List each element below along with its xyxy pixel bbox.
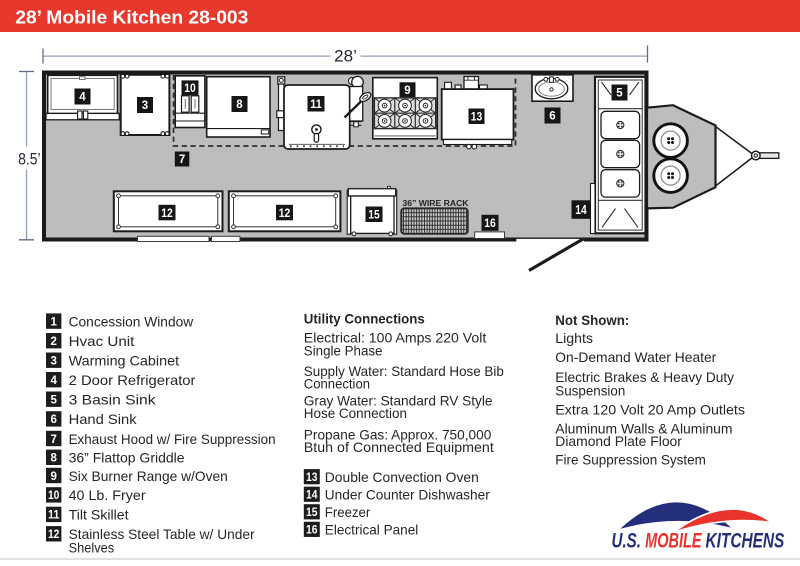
svg-text:12: 12: [279, 208, 291, 220]
svg-text:On-Demand Water Heater: On-Demand Water Heater: [555, 349, 716, 365]
svg-text:Not Shown:: Not Shown:: [555, 312, 629, 328]
svg-text:14: 14: [575, 203, 587, 217]
svg-text:2: 2: [50, 336, 56, 348]
svg-text:Six Burner Range w/Oven: Six Burner Range w/Oven: [69, 468, 228, 484]
svg-text:Electric Brakes & Heavy Duty: Electric Brakes & Heavy Duty: [555, 369, 734, 385]
svg-text:9: 9: [50, 471, 56, 483]
svg-text:Propane Gas: Approx. 750,000: Propane Gas: Approx. 750,000: [304, 426, 492, 442]
svg-text:10: 10: [184, 83, 196, 95]
svg-text:Stainless Steel Table w/ Under: Stainless Steel Table w/ Under: [69, 526, 255, 542]
svg-text:U.S.: U.S.: [612, 530, 642, 553]
svg-text:Diamond Plate Floor: Diamond Plate Floor: [555, 433, 682, 449]
svg-text:Extra 120 Volt 20 Amp Outlets: Extra 120 Volt 20 Amp Outlets: [555, 402, 745, 418]
svg-text:16: 16: [306, 525, 318, 537]
svg-text:3: 3: [50, 356, 56, 368]
svg-text:4: 4: [50, 375, 57, 387]
svg-text:7: 7: [50, 434, 56, 446]
svg-text:4: 4: [79, 92, 86, 104]
svg-text:Warming Cabinet: Warming Cabinet: [69, 353, 180, 369]
svg-text:11: 11: [310, 99, 322, 111]
svg-text:Btuh of Connected Equipment: Btuh of Connected Equipment: [304, 439, 494, 455]
svg-text:Hose Connection: Hose Connection: [304, 405, 407, 421]
svg-text:10: 10: [48, 490, 60, 502]
svg-text:9: 9: [404, 85, 410, 97]
svg-text:11: 11: [48, 510, 60, 522]
svg-text:Utility Connections: Utility Connections: [304, 311, 425, 327]
svg-text:28’: 28’: [334, 47, 357, 66]
svg-text:Freezer: Freezer: [325, 504, 371, 520]
svg-text:13: 13: [306, 472, 318, 484]
svg-text:15: 15: [306, 507, 318, 519]
svg-text:36” WIRE RACK: 36” WIRE RACK: [403, 199, 469, 208]
svg-text:5: 5: [616, 88, 623, 100]
svg-text:12: 12: [161, 208, 173, 220]
svg-text:28’ Mobile Kitchen 28-003: 28’ Mobile Kitchen 28-003: [15, 7, 248, 27]
svg-text:2 Door Refrigerator: 2 Door Refrigerator: [69, 372, 196, 388]
svg-text:Electrical: 100 Amps 220 Volt: Electrical: 100 Amps 220 Volt: [304, 329, 487, 345]
svg-text:3 Basin Sink: 3 Basin Sink: [69, 392, 157, 408]
svg-text:Lights: Lights: [555, 330, 593, 346]
svg-text:Tilt Skillet: Tilt Skillet: [69, 507, 129, 523]
svg-text:KITCHENS: KITCHENS: [706, 530, 785, 553]
svg-text:Electrical Panel: Electrical Panel: [325, 521, 419, 537]
svg-text:7: 7: [179, 154, 185, 166]
svg-text:15: 15: [368, 209, 380, 221]
svg-text:Supply Water: Standard Hose Bi: Supply Water: Standard Hose Bib: [304, 363, 504, 379]
svg-text:Connection: Connection: [304, 375, 370, 391]
svg-text:8: 8: [236, 99, 243, 111]
svg-text:MOBILE: MOBILE: [645, 530, 702, 553]
svg-text:Double Convection Oven: Double Convection Oven: [325, 469, 479, 485]
svg-text:Suspension: Suspension: [555, 382, 625, 398]
svg-text:1: 1: [50, 316, 57, 328]
svg-text:Hand Sink: Hand Sink: [69, 411, 138, 427]
svg-text:6: 6: [50, 414, 56, 426]
svg-text:Fire Suppression System: Fire Suppression System: [555, 451, 706, 467]
svg-text:3: 3: [142, 100, 148, 112]
svg-text:Aluminum Walls & Aluminum: Aluminum Walls & Aluminum: [555, 420, 732, 436]
svg-text:5: 5: [50, 395, 57, 407]
svg-text:Single Phase: Single Phase: [304, 342, 383, 358]
svg-text:12: 12: [48, 529, 60, 541]
svg-text:14: 14: [306, 490, 318, 502]
svg-text:Exhaust Hood w/ Fire Suppressi: Exhaust Hood w/ Fire Suppression: [69, 431, 276, 447]
svg-text:8: 8: [50, 453, 57, 465]
svg-text:Under Counter Dishwasher: Under Counter Dishwasher: [325, 486, 490, 502]
svg-text:Hvac Unit: Hvac Unit: [69, 333, 135, 349]
svg-text:13: 13: [471, 111, 483, 123]
svg-text:8.5’: 8.5’: [18, 150, 41, 169]
svg-text:Gray Water: Standard RV Style: Gray Water: Standard RV Style: [304, 393, 493, 409]
svg-text:Shelves: Shelves: [69, 540, 115, 556]
svg-text:6: 6: [549, 111, 555, 123]
svg-text:36” Flattop Griddle: 36” Flattop Griddle: [69, 450, 185, 466]
svg-text:40 Lb. Fryer: 40 Lb. Fryer: [69, 487, 146, 503]
svg-text:Concession Window: Concession Window: [69, 313, 194, 329]
svg-text:16: 16: [484, 218, 496, 230]
